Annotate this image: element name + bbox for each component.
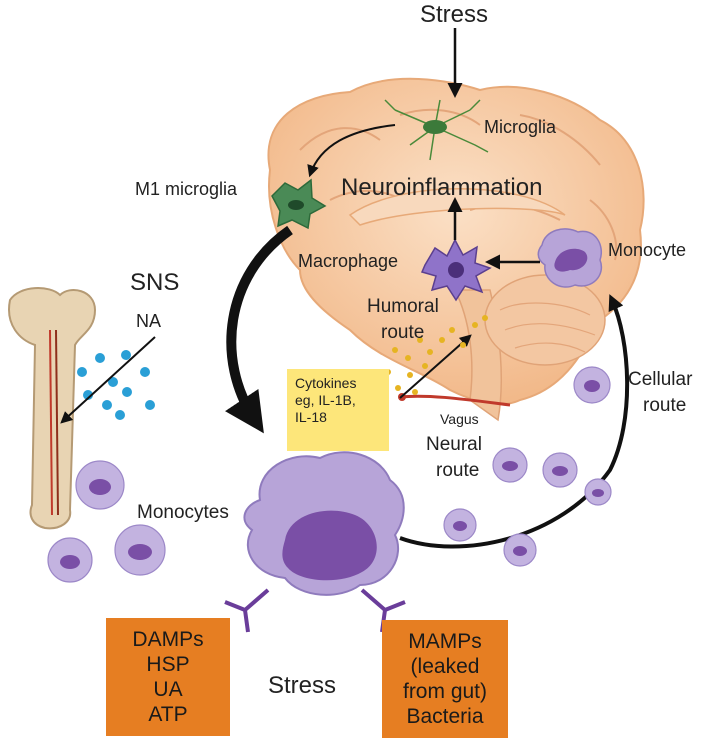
microglia-label: Microglia [484, 117, 557, 137]
humoral-route-label-1: Humoral [367, 296, 439, 317]
neuroinflammation-label: Neuroinflammation [341, 174, 543, 201]
large-monocyte-cell [224, 451, 406, 633]
mamps-line-1: MAMPs [408, 630, 482, 653]
na-arrow [60, 336, 156, 424]
microglia-to-m1-arrow [307, 124, 396, 178]
m1-microglia-cell [271, 178, 327, 230]
vagus-label: Vagus [440, 411, 479, 427]
cytokines-box: Cytokines eg, IL-1B, IL-18 [287, 369, 389, 451]
mamps-line-2: (leaked [410, 655, 480, 678]
cellular-route-arrow [399, 294, 630, 549]
cerebellum [484, 274, 606, 366]
damps-line-4: ATP [148, 703, 188, 726]
small-monocytes [47, 366, 612, 583]
sns-label: SNS [130, 269, 180, 296]
brain-to-monocytes-arrow [225, 225, 293, 434]
noradrenaline-dots [77, 350, 155, 420]
cellular-route-label-1: Cellular [628, 369, 693, 390]
mamps-line-3: from gut) [402, 680, 488, 703]
cytokines-line-3: IL-18 [295, 409, 327, 425]
cytokines-line-2: eg, IL-1B, [295, 392, 356, 408]
neural-route-label-1: Neural [426, 434, 482, 455]
monocytes-label: Monocytes [137, 502, 229, 523]
macrophage-label: Macrophage [298, 251, 399, 271]
cytokines-line-1: Cytokines [295, 375, 357, 391]
mamps-box: MAMPs (leaked from gut) Bacteria [382, 620, 508, 738]
small-monocyte-nuclei [60, 380, 604, 569]
cellular-route-label-2: route [643, 395, 687, 416]
stress-bottom-label: Stress [268, 672, 337, 699]
damps-line-3: UA [153, 678, 183, 701]
humoral-route-label-2: route [381, 322, 425, 343]
stress-top-label: Stress [420, 1, 489, 28]
macrophage-cell [420, 238, 492, 302]
neural-route-label-2: route [436, 460, 480, 481]
m1-microglia-label: M1 microglia [135, 179, 238, 199]
damps-line-2: HSP [146, 653, 190, 676]
na-label: NA [136, 311, 162, 331]
vagus-nerve [399, 394, 511, 407]
damps-line-1: DAMPs [132, 628, 204, 651]
humoral-route-arrow [399, 334, 472, 399]
microglia-cell [384, 99, 489, 161]
monocyte-label: Monocyte [608, 240, 687, 260]
damps-box: DAMPs HSP UA ATP [106, 618, 230, 736]
bone-illustration [8, 287, 97, 530]
mamps-line-4: Bacteria [406, 705, 484, 728]
monocyte-cell-brain [537, 228, 603, 288]
